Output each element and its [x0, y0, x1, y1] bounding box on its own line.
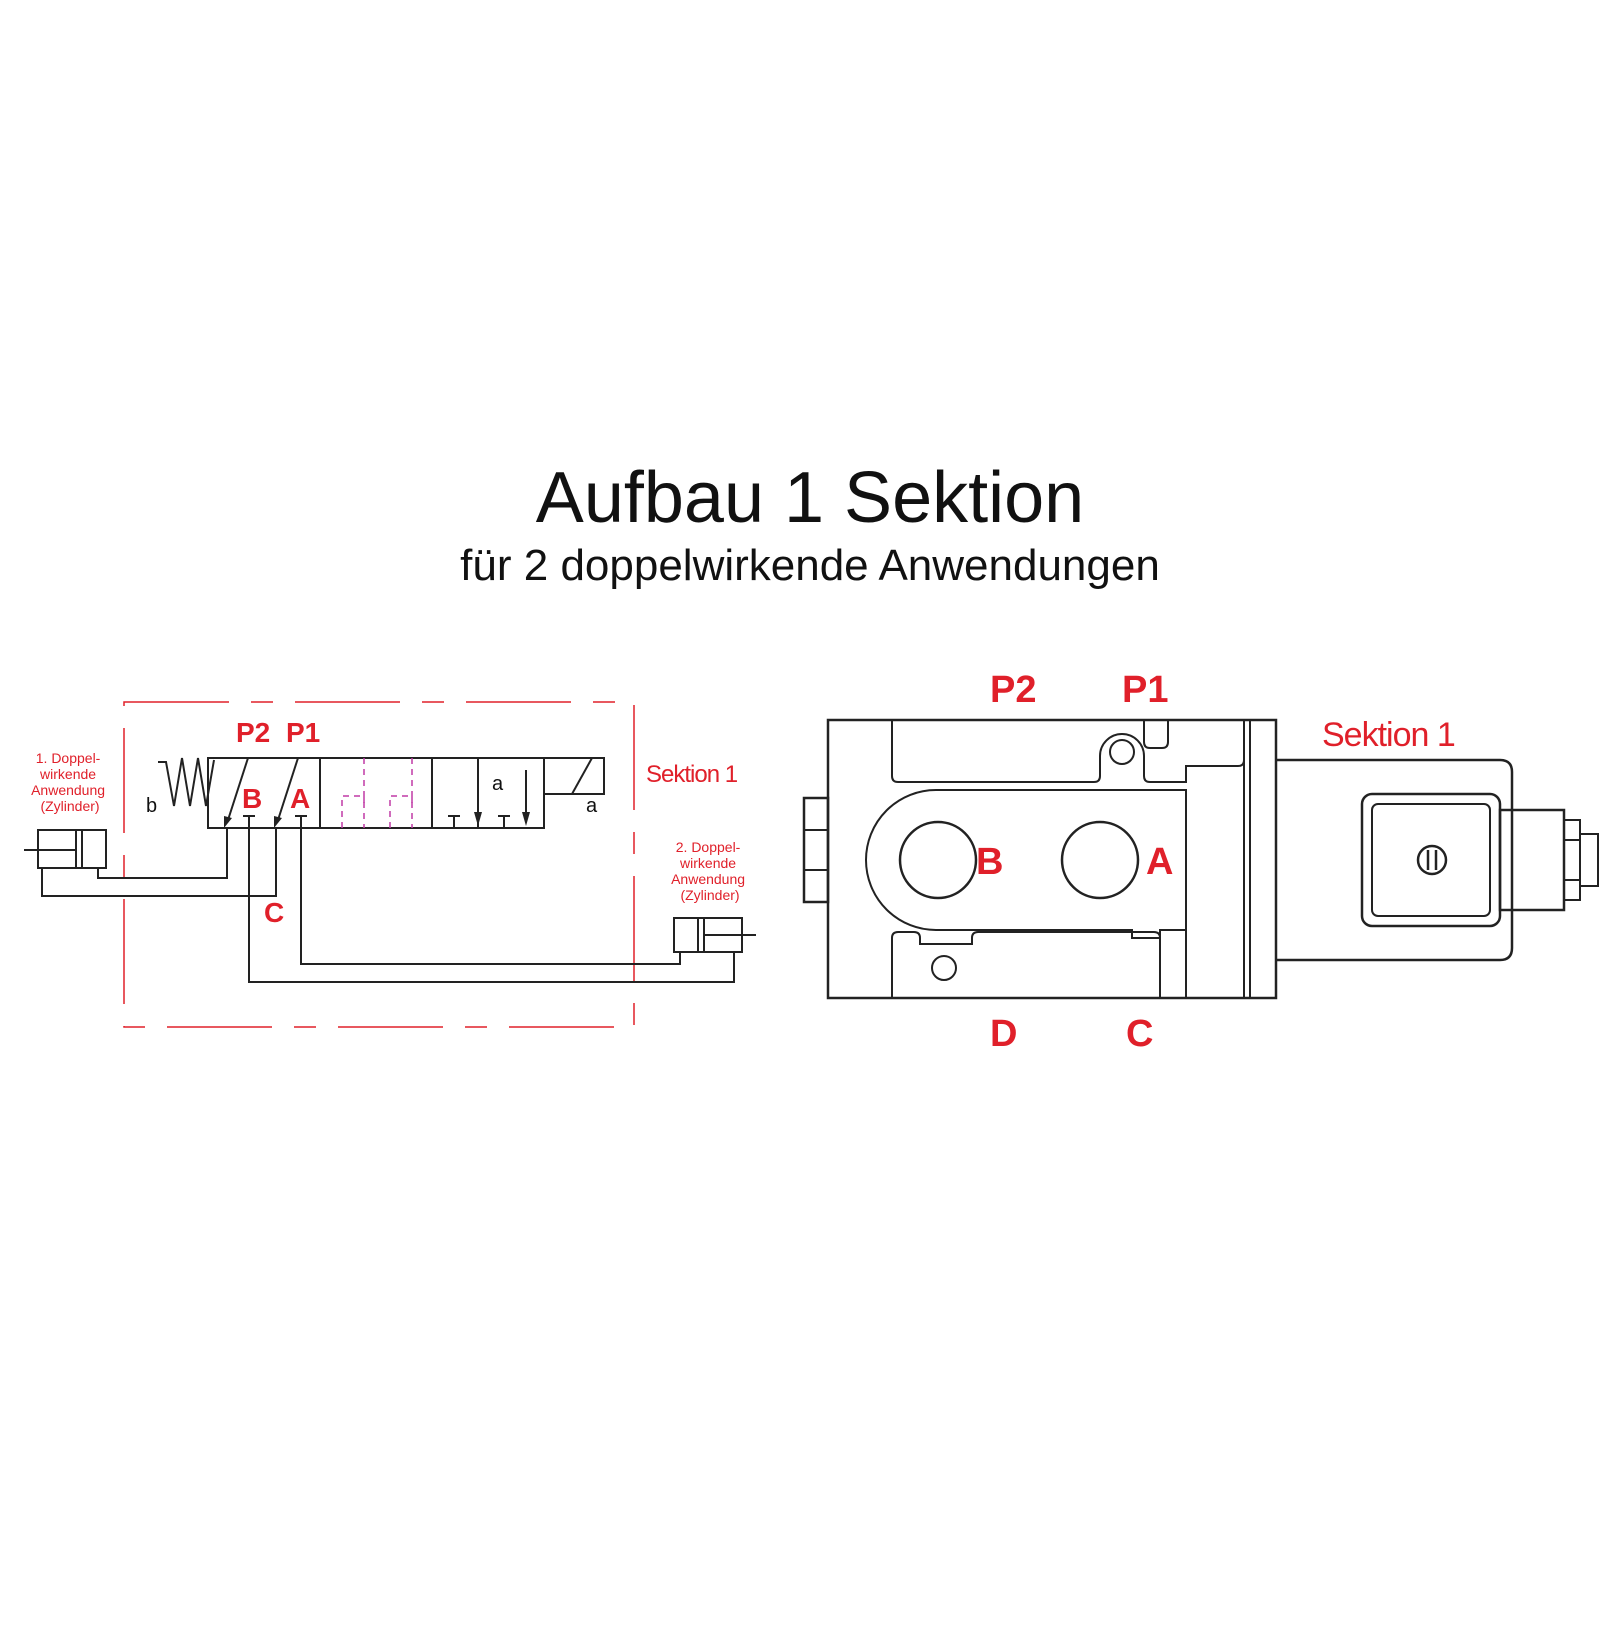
cylinder-2-label: 2. Doppel- wirkende Anwendung (Zylinder) [671, 839, 749, 903]
page-title: Aufbau 1 Sektion [536, 458, 1084, 538]
cylinder-1-symbol [24, 829, 107, 869]
section-dashed-border [123, 701, 635, 1028]
mounting-hole-bottom [931, 955, 957, 981]
crossed-flow-arrows [224, 757, 307, 828]
cylinder-2-symbol [673, 917, 756, 953]
hydraulic-lines [41, 828, 735, 983]
valve-body-drawing: P2 P1 B A D C Sektion 1 [802, 669, 1599, 1055]
solenoid-housing [1276, 758, 1514, 962]
schematic-port-c: C [264, 897, 284, 928]
coil-screw-icon [1416, 844, 1448, 876]
body-section-label: Sektion 1 [1322, 716, 1455, 754]
schematic-port-b: B [242, 783, 262, 814]
body-port-p2: P2 [990, 669, 1036, 711]
schematic-section-label: Sektion 1 [646, 761, 738, 788]
hydraulic-schematic: b [24, 701, 756, 1028]
solenoid-connector [1498, 808, 1566, 912]
straight-flow-arrows [448, 770, 530, 828]
page-subtitle: für 2 doppelwirkende Anwendungen [460, 541, 1160, 590]
solenoid-side-label: a [586, 795, 598, 817]
body-port-a: A [1146, 841, 1173, 883]
body-port-d: D [990, 1013, 1017, 1055]
spring-side-label: b [146, 795, 157, 817]
schematic-port-p1: P1 [286, 717, 320, 748]
valve-box-center [319, 757, 433, 829]
cylinder-1-label: 1. Doppel- wirkende Anwendung (Zylinder) [31, 750, 109, 814]
center-float-position [341, 758, 413, 828]
valve-port-b-hole [898, 820, 978, 900]
valve-main-body [826, 718, 1278, 1000]
schematic-port-a: A [290, 783, 310, 814]
port-slot [865, 789, 1187, 939]
body-port-p1: P1 [1122, 669, 1168, 711]
solenoid-coil [1360, 792, 1502, 928]
mounting-hole-top [1109, 739, 1135, 765]
body-port-c: C [1126, 1013, 1153, 1055]
spring-symbol [158, 757, 215, 807]
schematic-port-p2: P2 [236, 717, 270, 748]
left-fitting [802, 796, 830, 904]
solenoid-symbol [543, 757, 605, 795]
body-port-b: B [976, 841, 1003, 883]
valve-port-a-hole [1060, 820, 1140, 900]
box-label-a: a [492, 773, 504, 795]
